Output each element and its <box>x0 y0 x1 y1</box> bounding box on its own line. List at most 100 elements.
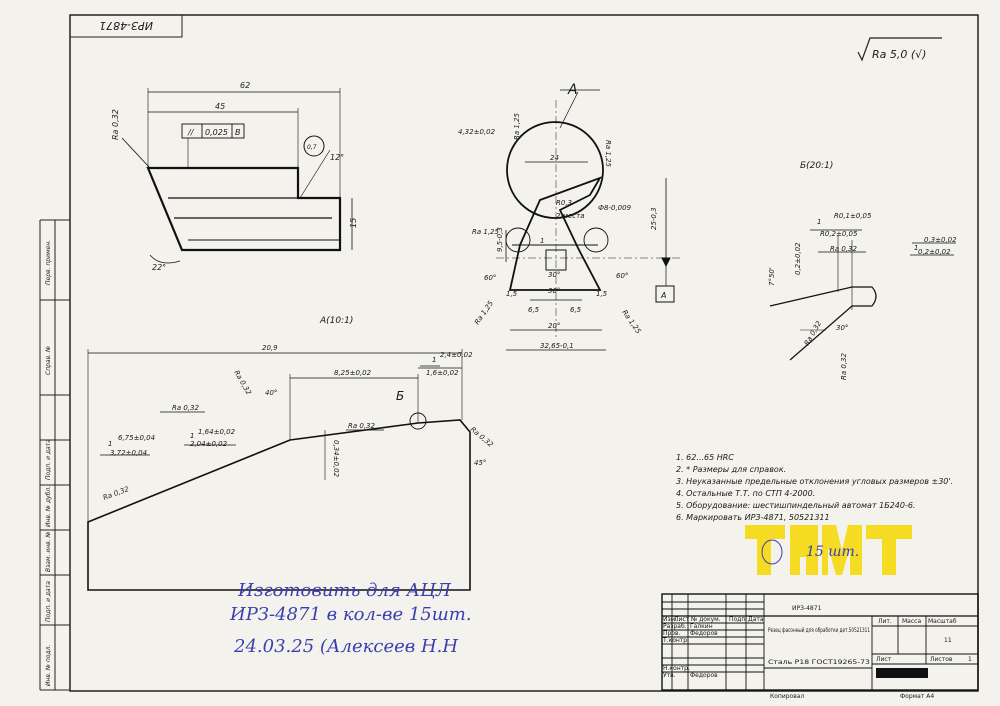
left-view <box>121 88 353 264</box>
dim-15: 15 <box>349 218 358 228</box>
strip-label: Перв. примен. <box>45 240 52 285</box>
dim-432: 4,32±0,02 <box>458 128 496 136</box>
dim-1: 1 <box>540 237 544 245</box>
hand-line-3: 24.03.25 (Алексеев Н.Н <box>233 636 458 657</box>
dim-03: 0,3±0,02 <box>924 236 957 244</box>
strip-label: Взам. инв. № <box>45 531 52 572</box>
dim-02: 0,2±0,02 <box>918 248 951 256</box>
dim-3265: 32,65-0,1 <box>540 342 574 350</box>
center-view <box>496 89 680 351</box>
tol-val: 0,025 <box>205 128 228 137</box>
dim-02b: 0,2±0,02 <box>794 242 802 275</box>
dim-22: 22° <box>152 263 166 272</box>
ra-032: Ra 0,32 <box>111 109 120 140</box>
strip-label: Инв. № дубл. <box>45 486 52 527</box>
dim-95: 9,5-0,3 <box>496 227 504 252</box>
circle-2: 1 <box>914 244 918 252</box>
roughness-text: Ra 5,0 (√) <box>872 48 926 61</box>
datum-a: A <box>660 291 666 300</box>
dim-30b: 30° <box>548 287 560 295</box>
view-b-marker: Б <box>396 389 404 403</box>
tb-razrab: Разраб. <box>663 623 687 630</box>
note-2: 2. * Размеры для справок. <box>676 465 786 474</box>
note-1: 1. 62...65 HRC <box>676 453 734 462</box>
roughness-symbol <box>857 37 942 62</box>
dim-45: 45 <box>215 102 225 111</box>
tb-n3: Федоров <box>690 672 718 679</box>
ra-032-c: Ra 0,32 <box>840 352 848 380</box>
stamp-box <box>69 14 183 38</box>
two-places: 2 места <box>556 212 584 220</box>
hand-line-1: Изготовить для АЦЛ <box>237 580 452 601</box>
strip-label: Подп. и дата <box>45 581 52 622</box>
qty-circle <box>761 539 783 565</box>
tb-n1: Галкин <box>690 623 713 630</box>
note-5: 5. Оборудование: шестишпиндельный автома… <box>676 501 915 510</box>
tb-scale-val: 11 <box>944 637 952 644</box>
view-a <box>87 349 471 591</box>
tb-nkontr: Н.контр. <box>663 665 690 672</box>
ra-032-b: Ra 0,32 <box>172 404 200 412</box>
tb-sheets-val: 1 <box>968 656 972 663</box>
dim-20: 20° <box>548 322 560 330</box>
title-block <box>661 593 979 691</box>
left-strip-labels: Перв. примен. Справ. № Подп. и дата Инв.… <box>45 240 52 686</box>
ra-125-b: Ra 1,25 <box>604 140 612 168</box>
dim-62: 62 <box>240 81 250 90</box>
view-a-dims: A(10:1) 20,9 8,25±0,02 40° Ra 0,32 Ra 0,… <box>102 316 495 502</box>
dim-164: 1,64±0,02 <box>198 428 236 436</box>
dim-372: 3,72±0,04 <box>110 449 147 457</box>
tb-code: ИРЗ-4871 <box>792 605 822 612</box>
tb-material: Сталь Р18 ГОСТ19265-73 <box>768 659 870 666</box>
technical-notes: 1. 62...65 HRC 2. * Размеры для справок.… <box>676 453 953 522</box>
dim-16: 1,6±0,02 <box>426 369 459 377</box>
tb-sheets: Листов <box>930 656 953 663</box>
dim-40: 40° <box>265 389 277 397</box>
tb-izm: Изм. <box>663 616 677 623</box>
view-a-title: A(10:1) <box>319 316 353 326</box>
dim-45: 45° <box>474 459 486 467</box>
note-3: 3. Неуказанные предельные отклонения угл… <box>676 477 953 486</box>
note-4: 4. Остальные Т.Т. по СТП 4-2000. <box>676 489 815 498</box>
dim-209: 20,9 <box>262 344 278 352</box>
ra-032-d: Ra 0,32 <box>102 485 131 502</box>
dim-65b: 6,5 <box>570 306 582 314</box>
r-01: R0,1±0,05 <box>834 212 872 220</box>
left-view-dims: 62 45 // 0,025 В 0,7 12° 15 22° Ra 0,32 <box>111 81 358 272</box>
tb-title: Резец фасонный для обработки дет.5052131… <box>768 627 870 634</box>
dim-65a: 6,5 <box>528 306 540 314</box>
ra-032-a: Ra 0,32 <box>830 245 858 253</box>
dim-60a: 60° <box>484 274 496 282</box>
tb-tkontr: Т.контр. <box>662 637 689 644</box>
dim-12: 12° <box>330 153 344 162</box>
dim-034: 0,34±0,02 <box>332 440 340 478</box>
dim-750: 7°50' <box>768 267 776 286</box>
circle-3: 1 <box>190 432 194 440</box>
ra-125-c: Ra 1,25 <box>472 228 500 236</box>
dim-30: 30° <box>836 324 848 332</box>
circle-1: 1 <box>817 218 821 226</box>
tb-sheet: Лист <box>876 656 892 663</box>
dim-15b: 1,5 <box>596 290 608 298</box>
tb-n2: Федоров <box>690 630 718 637</box>
tb-prov: Пров. <box>663 630 681 637</box>
ra-125-e: Ra 1,25 <box>620 309 642 336</box>
strip-label: Подп. и дата <box>45 439 52 480</box>
tb-utv: Утв. <box>663 672 676 679</box>
handwritten-note: Изготовить для АЦЛ ИРЗ-4871 в кол-ве 15ш… <box>229 580 472 657</box>
ra-125-d: Ra 1,25 <box>473 299 495 326</box>
dim-15a: 1,5 <box>506 290 518 298</box>
tb-list: Лист <box>674 616 690 623</box>
r-02: R0,2±0,05 <box>820 230 858 238</box>
title-block-text: ИРЗ-4871 Резец фасонный для обработки де… <box>662 605 972 700</box>
dim-24: 24 <box>550 154 559 162</box>
circle-1: 1 <box>432 356 436 364</box>
dim-675: 6,75±0,04 <box>118 434 155 442</box>
ra-125-a: Ra 1,25 <box>513 112 521 140</box>
circle-num: 0,7 <box>307 144 317 151</box>
stamp-code: ИРЗ-4871 <box>99 19 153 32</box>
view-b-title: Б(20:1) <box>800 161 833 171</box>
tb-doc: № докум. <box>691 616 721 623</box>
tb-lit: Лит. <box>878 618 892 625</box>
